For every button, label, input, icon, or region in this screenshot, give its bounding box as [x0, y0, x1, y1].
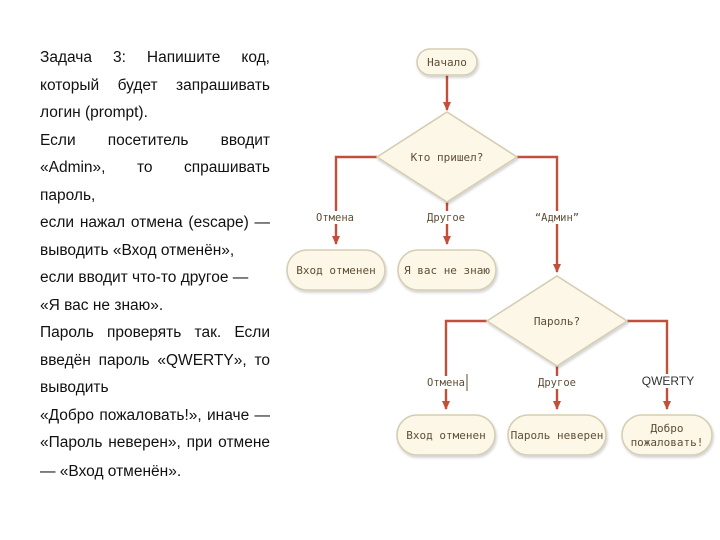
edge-label-other: Другое — [538, 377, 576, 389]
result-unknown-label: Я вас не знаю — [404, 264, 490, 277]
start-node — [416, 48, 478, 76]
result-wrong-label: Пароль неверен — [511, 429, 604, 442]
arrow-password-qwerty — [627, 319, 671, 410]
task-line: «Добро пожаловать!», иначе — — [40, 406, 270, 424]
decision-who-came — [375, 111, 519, 203]
edge-label-qwerty: QWERTY — [642, 374, 694, 388]
result-cancel-2-label: Вход отменен — [406, 429, 485, 442]
decision-password — [485, 275, 629, 367]
edge-label-other: Другое — [427, 212, 465, 224]
decision-password-label: Пароль? — [534, 315, 580, 328]
task-line: «Admin», то спрашивать — [40, 159, 270, 176]
task-line: если нажал отмена (escape) — — [40, 214, 270, 231]
task-line: если вводит что-то другое — — [40, 269, 249, 286]
arrow-who-cancel — [332, 155, 377, 245]
result-welcome-label: пожаловать! — [631, 436, 704, 449]
task-line: Задача 3: Напишите код, — [40, 49, 270, 66]
task-line: который будет запрашивать — [40, 76, 270, 94]
task-line: введён пароль «QWERTY», то — [40, 351, 270, 369]
task-line: выводить — [40, 379, 109, 396]
start-node-label: Начало — [427, 56, 467, 69]
task-line: Если посетитель вводит — [40, 131, 270, 149]
result-welcome-node — [621, 414, 713, 456]
result-cancel-2-node — [396, 414, 496, 456]
task-description: Задача 3: Напишите код, который будет за… — [40, 44, 270, 487]
edge-label-cancel: Отмена — [316, 212, 354, 224]
task-line: «Пароль неверен», при отмене — [40, 434, 270, 451]
edge-label-cancel: Отмена — [427, 377, 465, 389]
decision-who-label: Кто пришел? — [411, 151, 484, 164]
task-line: «Я вас не знаю». — [40, 296, 164, 314]
result-unknown-node — [397, 249, 497, 291]
task-line: логин (prompt). — [40, 104, 148, 121]
result-wrong-node — [507, 414, 607, 456]
result-cancel-1-node — [286, 249, 386, 291]
task-line: Пароль проверять так. Если — [40, 324, 270, 341]
result-welcome-label: Добро — [650, 422, 683, 435]
task-line: пароль, — [40, 186, 96, 204]
arrow-who-admin — [517, 155, 561, 273]
edge-label-admin: “Админ” — [535, 212, 579, 224]
task-line: — «Вход отменён». — [40, 462, 182, 480]
result-cancel-1-label: Вход отменен — [296, 264, 375, 277]
task-line: выводить «Вход отменён», — [40, 241, 235, 259]
arrow-password-cancel — [442, 319, 487, 410]
